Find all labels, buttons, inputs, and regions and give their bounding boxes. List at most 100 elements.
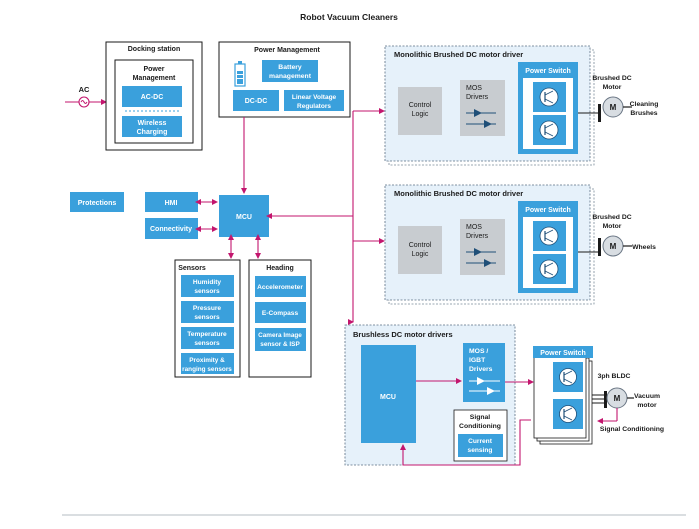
temperature-sensor-block	[181, 327, 234, 349]
humidity-label-2: sensors	[194, 288, 220, 295]
camera-block	[255, 328, 306, 351]
driver1-buffer-icon	[466, 109, 496, 128]
driver2-mos-drivers	[460, 219, 505, 275]
driver1-control-logic	[398, 87, 442, 135]
driver1-control-label-1: Control	[409, 102, 432, 109]
docking-station: Docking station Power Management AC-DC W…	[105, 41, 203, 151]
bldc-current-label-1: Current	[468, 438, 493, 445]
docking-title: Docking station	[128, 46, 181, 53]
battery-label-2: management	[269, 73, 312, 80]
driver1-title: Monolithic Brushed DC motor driver	[394, 50, 523, 59]
driver1-load-1: Cleaning	[630, 101, 659, 108]
bldc-mos-drivers	[463, 343, 505, 402]
pressure-label-2: sensors	[194, 314, 220, 321]
driver2-motor-label-2: Motor	[603, 223, 622, 230]
proximity-sensor-block	[181, 353, 234, 374]
dcdc-block	[233, 90, 279, 111]
bldc-motor-m: M	[614, 394, 621, 403]
power-management: Power Management Battery management DC-D…	[218, 41, 351, 118]
driver1-mos-label-2: Drivers	[466, 94, 489, 101]
hmi-block	[145, 192, 198, 212]
driver2-control-logic	[398, 226, 442, 274]
driver2-motor-label-1: Brushed DC	[592, 214, 631, 221]
sensors-title: Sensors	[178, 265, 206, 272]
bldc-title: Brushless DC motor drivers	[353, 330, 453, 339]
dcdc-label: DC-DC	[245, 98, 268, 105]
docking-pm-title-2: Management	[133, 75, 176, 82]
driver2-mos-label-1: MOS	[466, 224, 482, 231]
pm-title: Power Management	[254, 47, 320, 54]
bldc-power-switch: Power Switch 3ph BLDC M Vacuum motor Sig…	[533, 346, 664, 445]
humidity-sensor-block	[181, 275, 234, 297]
battery-management-block	[262, 60, 318, 82]
hmi-label: HMI	[165, 200, 178, 207]
bldc-mcu-block	[361, 345, 416, 443]
camera-label-1: Camera Image	[258, 332, 302, 339]
camera-label-2: sensor & ISP	[260, 341, 300, 348]
driver1-transistor-icon	[533, 82, 566, 145]
bldc-transistor-icon	[553, 362, 583, 429]
bldc-mos-label-3: Drivers	[469, 366, 493, 373]
heading-group: Heading Accelerometer E-Compass Camera I…	[248, 259, 312, 378]
connections	[195, 108, 385, 322]
bldc-feedback-label: Signal Conditioning	[600, 426, 664, 433]
wireless-label-2: Charging	[137, 129, 168, 136]
proximity-label-1: Proximity &	[189, 357, 225, 364]
driver1-control-label-2: Logic	[412, 111, 429, 118]
driver1-motor-label-2: Motor	[603, 84, 622, 91]
accelerometer-label: Accelerometer	[257, 284, 303, 291]
linear-regulators-block	[284, 90, 344, 111]
connectivity-label: Connectivity	[150, 226, 192, 233]
driver1-mos-drivers	[460, 80, 505, 136]
bldc-signal-label-2: Conditioning	[459, 423, 501, 430]
battery-icon	[234, 61, 246, 87]
driver2-title: Monolithic Brushed DC motor driver	[394, 189, 523, 198]
protections-block	[70, 192, 124, 212]
acdc-block	[122, 86, 182, 107]
bldc-connections	[400, 378, 534, 466]
wireless-label-1: Wireless	[138, 120, 167, 127]
wireless-charging-block	[122, 116, 182, 137]
driver2-buffer-icon	[466, 248, 496, 267]
driver2-switch-label: Power Switch	[525, 207, 571, 214]
driver2-control-label-2: Logic	[412, 251, 429, 258]
diagram-title: Robot Vacuum Cleaners	[300, 12, 398, 22]
proximity-label-2: ranging sensors	[182, 366, 232, 373]
bldc-load-2: motor	[637, 402, 657, 409]
bldc-current-sensing	[458, 434, 503, 457]
bldc-buffer-icon	[469, 377, 500, 395]
sensors-group: Sensors Humidity sensors Pressure sensor…	[174, 259, 241, 378]
linear-label-2: Regulators	[297, 103, 331, 110]
driver1-load-2: Brushes	[630, 110, 657, 117]
bldc-signal-label-1: Signal	[470, 414, 491, 421]
temperature-label-2: sensors	[194, 340, 220, 347]
ac-input: AC	[65, 85, 107, 108]
bldc-driver: Brushless DC motor drivers MCU MOS / IGB…	[344, 324, 516, 466]
humidity-label-1: Humidity	[193, 279, 222, 286]
linear-label-1: Linear Voltage	[292, 94, 337, 101]
connectivity-block	[145, 218, 198, 239]
motor-driver-1: Monolithic Brushed DC motor driver Contr…	[384, 45, 659, 166]
battery-label-1: Battery	[278, 64, 302, 71]
pressure-sensor-block	[181, 301, 234, 323]
driver2-load-1: Wheels	[632, 244, 656, 251]
temperature-label-1: Temperature	[187, 331, 227, 338]
driver1-motor-m: M	[610, 103, 617, 112]
driver1-motor-label-1: Brushed DC	[592, 75, 631, 82]
protections-label: Protections	[78, 200, 117, 207]
driver1-switch-label: Power Switch	[525, 68, 571, 75]
main-mcu-label: MCU	[236, 214, 252, 221]
bldc-mcu-label: MCU	[380, 394, 396, 401]
driver1-mos-label-1: MOS	[466, 85, 482, 92]
bldc-motor-label: 3ph BLDC	[598, 373, 631, 380]
bldc-current-label-2: sensing	[468, 447, 493, 454]
driver2-motor-m: M	[610, 242, 617, 251]
ac-label: AC	[79, 85, 90, 94]
acdc-label: AC-DC	[141, 94, 164, 101]
driver2-transistor-icon	[533, 221, 566, 284]
bldc-mos-label-2: IGBT	[469, 357, 486, 364]
ecompass-label: E-Compass	[262, 310, 299, 317]
main-mcu-block	[219, 195, 269, 237]
bldc-switch-label: Power Switch	[540, 350, 586, 357]
